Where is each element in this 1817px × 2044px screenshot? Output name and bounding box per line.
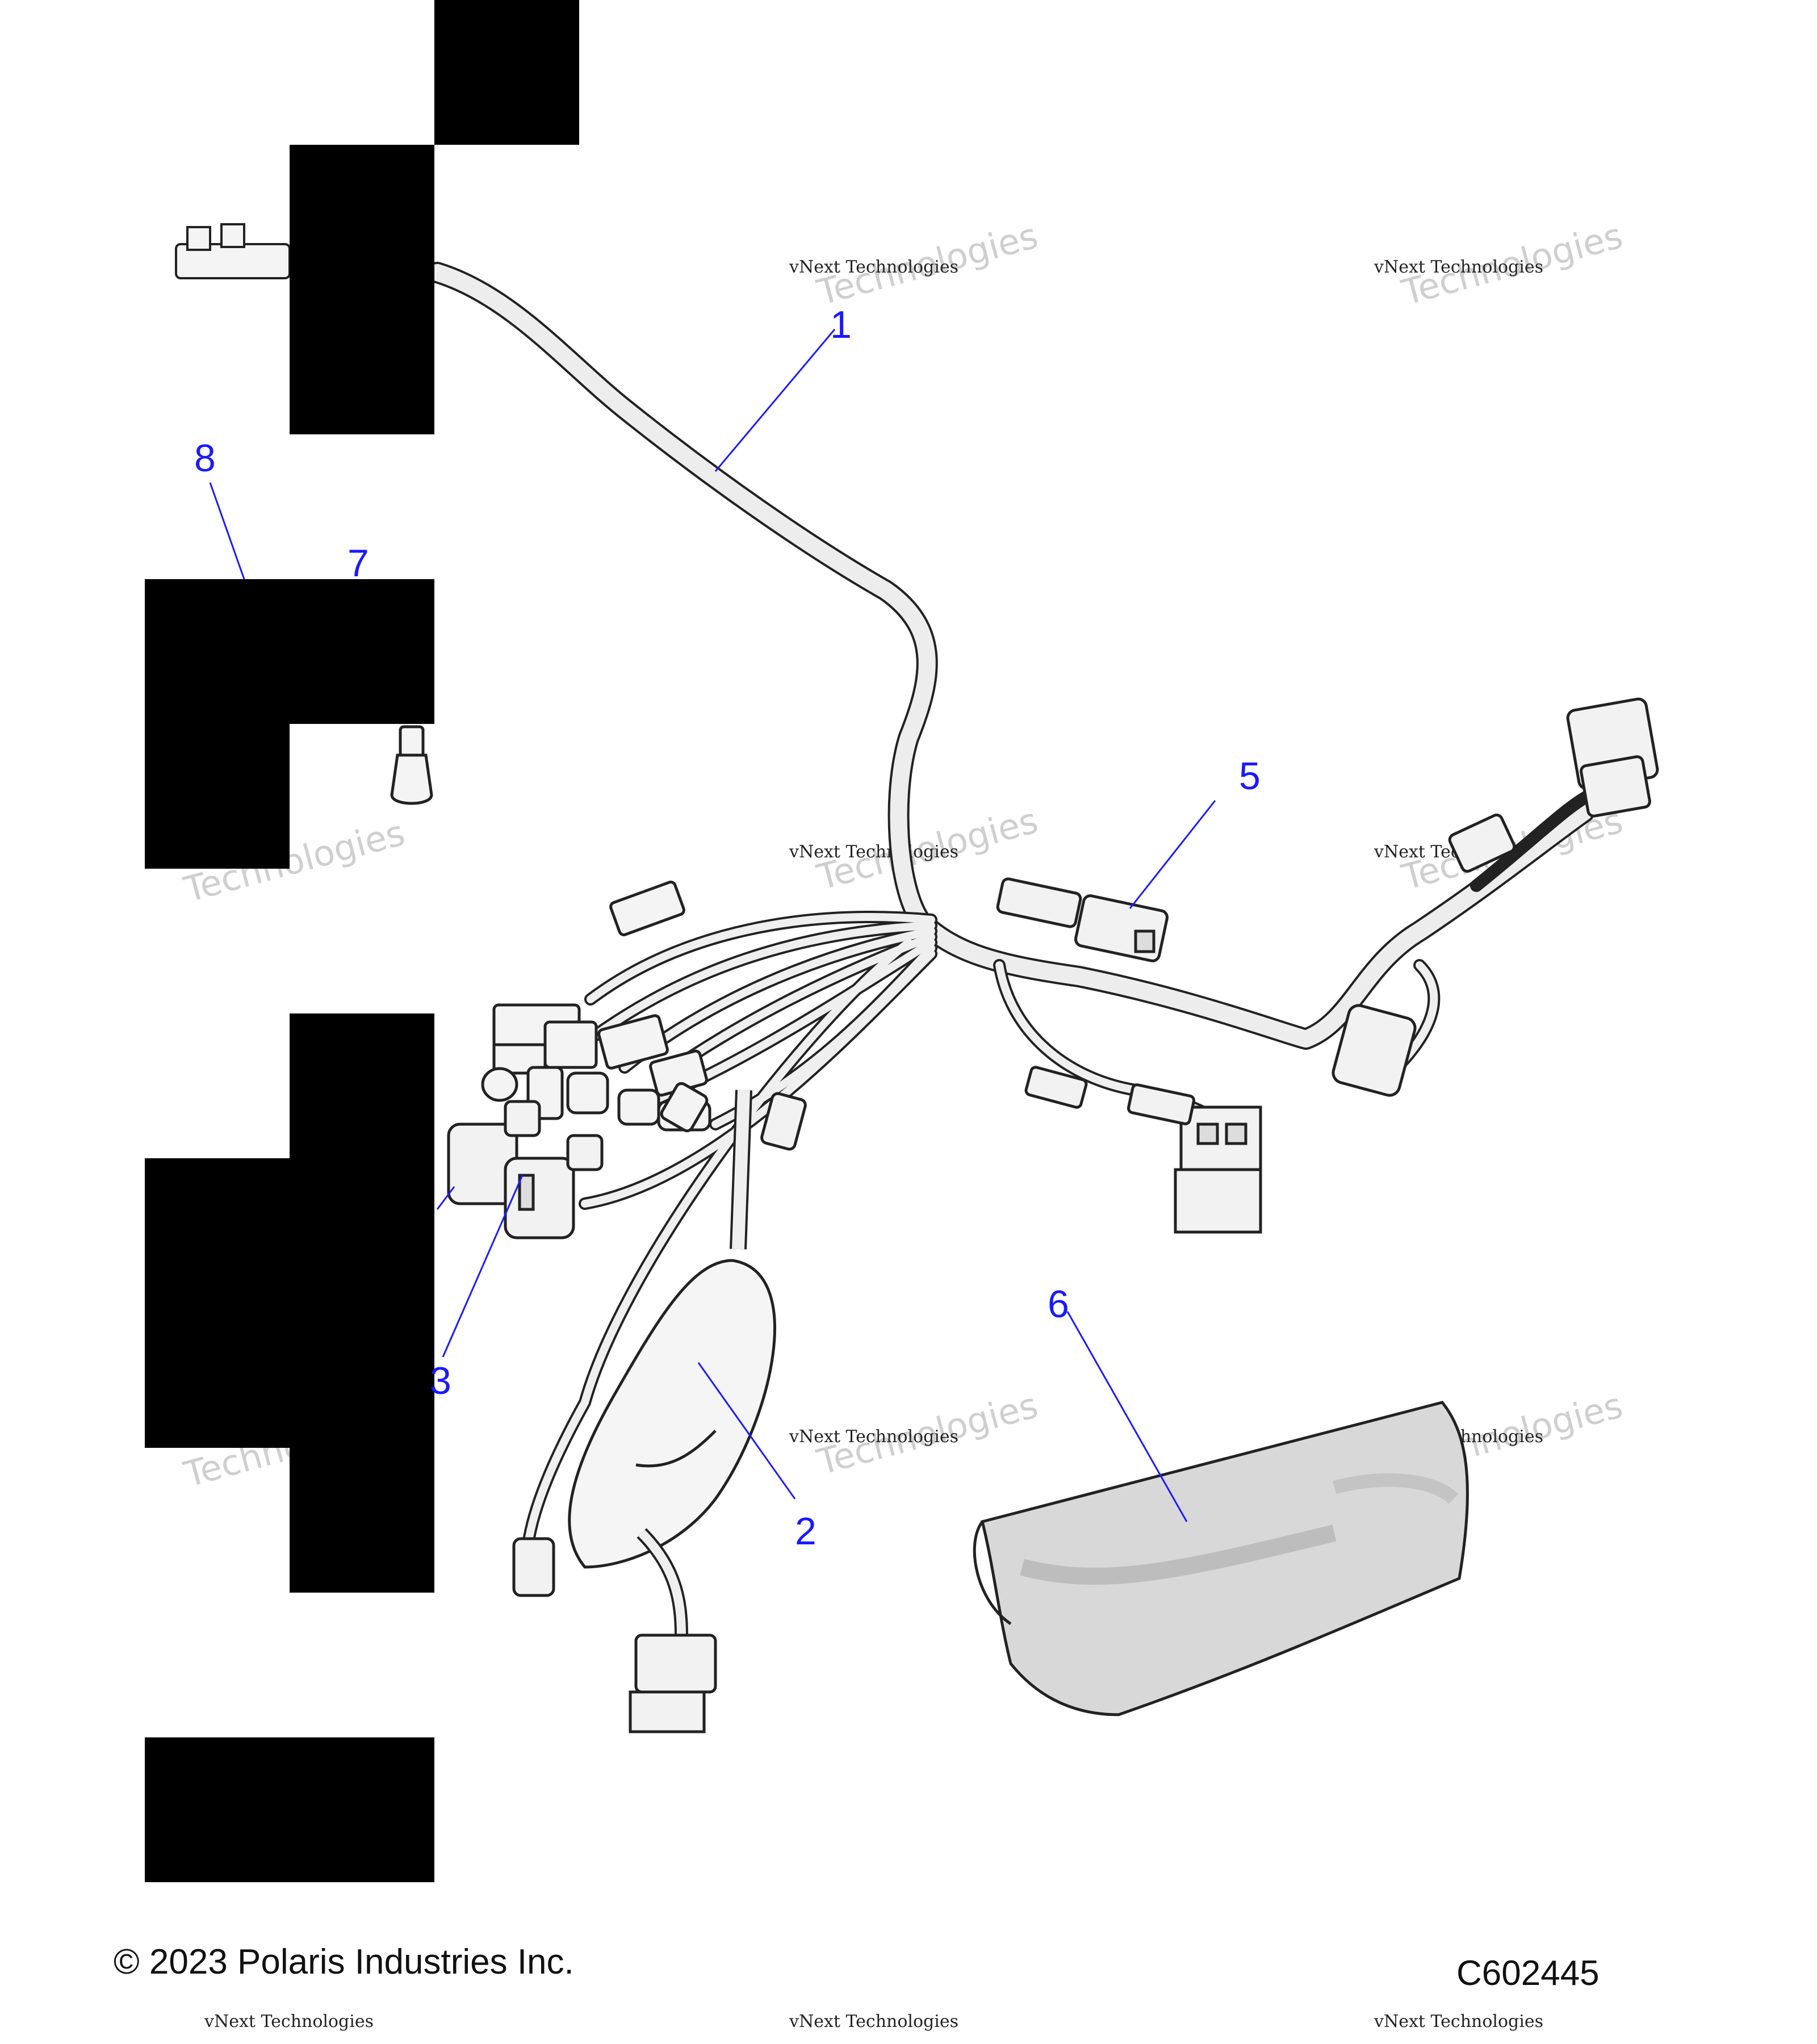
lower-connectors [512,1528,717,1733]
callout-3: 3 [430,1359,451,1402]
watermark: Technologies vNext Technologies [1374,215,1627,313]
callouts: 1 2 3 5 6 7 8 [194,303,1261,1553]
copyright-text: © 2023 Polaris Industries Inc. [114,1942,574,1982]
diagram-code: C602445 [1456,1954,1600,1993]
part-5-connector [996,877,1169,962]
callout-5: 5 [1239,755,1261,798]
top-connector [175,223,291,279]
watermark-small: vNext Technologies [789,1427,958,1447]
part-6-sleeve [973,1401,1469,1716]
redaction-blocks [145,0,579,1882]
watermark-small: vNext Technologies [204,2012,374,2032]
watermark-small: vNext Technologies [789,257,958,277]
watermark: Technologies vNext Technologies [789,1384,1042,1483]
part-2-fuse-holder [568,1090,807,1569]
watermark: Technologies vNext Technologies [789,215,1042,313]
part-3-relays [447,1100,604,1239]
watermark: vNext Technologies [1374,2012,1543,2032]
callout-8: 8 [194,437,216,480]
callout-1: 1 [830,303,852,346]
callout-6: 6 [1048,1283,1069,1326]
right-connectors [1332,697,1659,1097]
watermark-small: vNext Technologies [789,2012,958,2032]
mid-connectors [1024,1066,1196,1125]
callout-2: 2 [795,1510,817,1553]
part-7-clip [390,725,433,805]
callout-7: 7 [348,542,369,585]
watermark-small: vNext Technologies [1374,2012,1543,2032]
watermark-small: vNext Technologies [789,842,958,862]
left-connector-bundle [481,881,711,1133]
watermark: vNext Technologies [204,2012,374,2032]
relay-box [1174,1105,1262,1234]
main-harness [426,262,1596,1551]
watermark: vNext Technologies [789,2012,958,2032]
watermark-small: vNext Technologies [1374,257,1543,277]
leader-lines [209,329,1216,1522]
